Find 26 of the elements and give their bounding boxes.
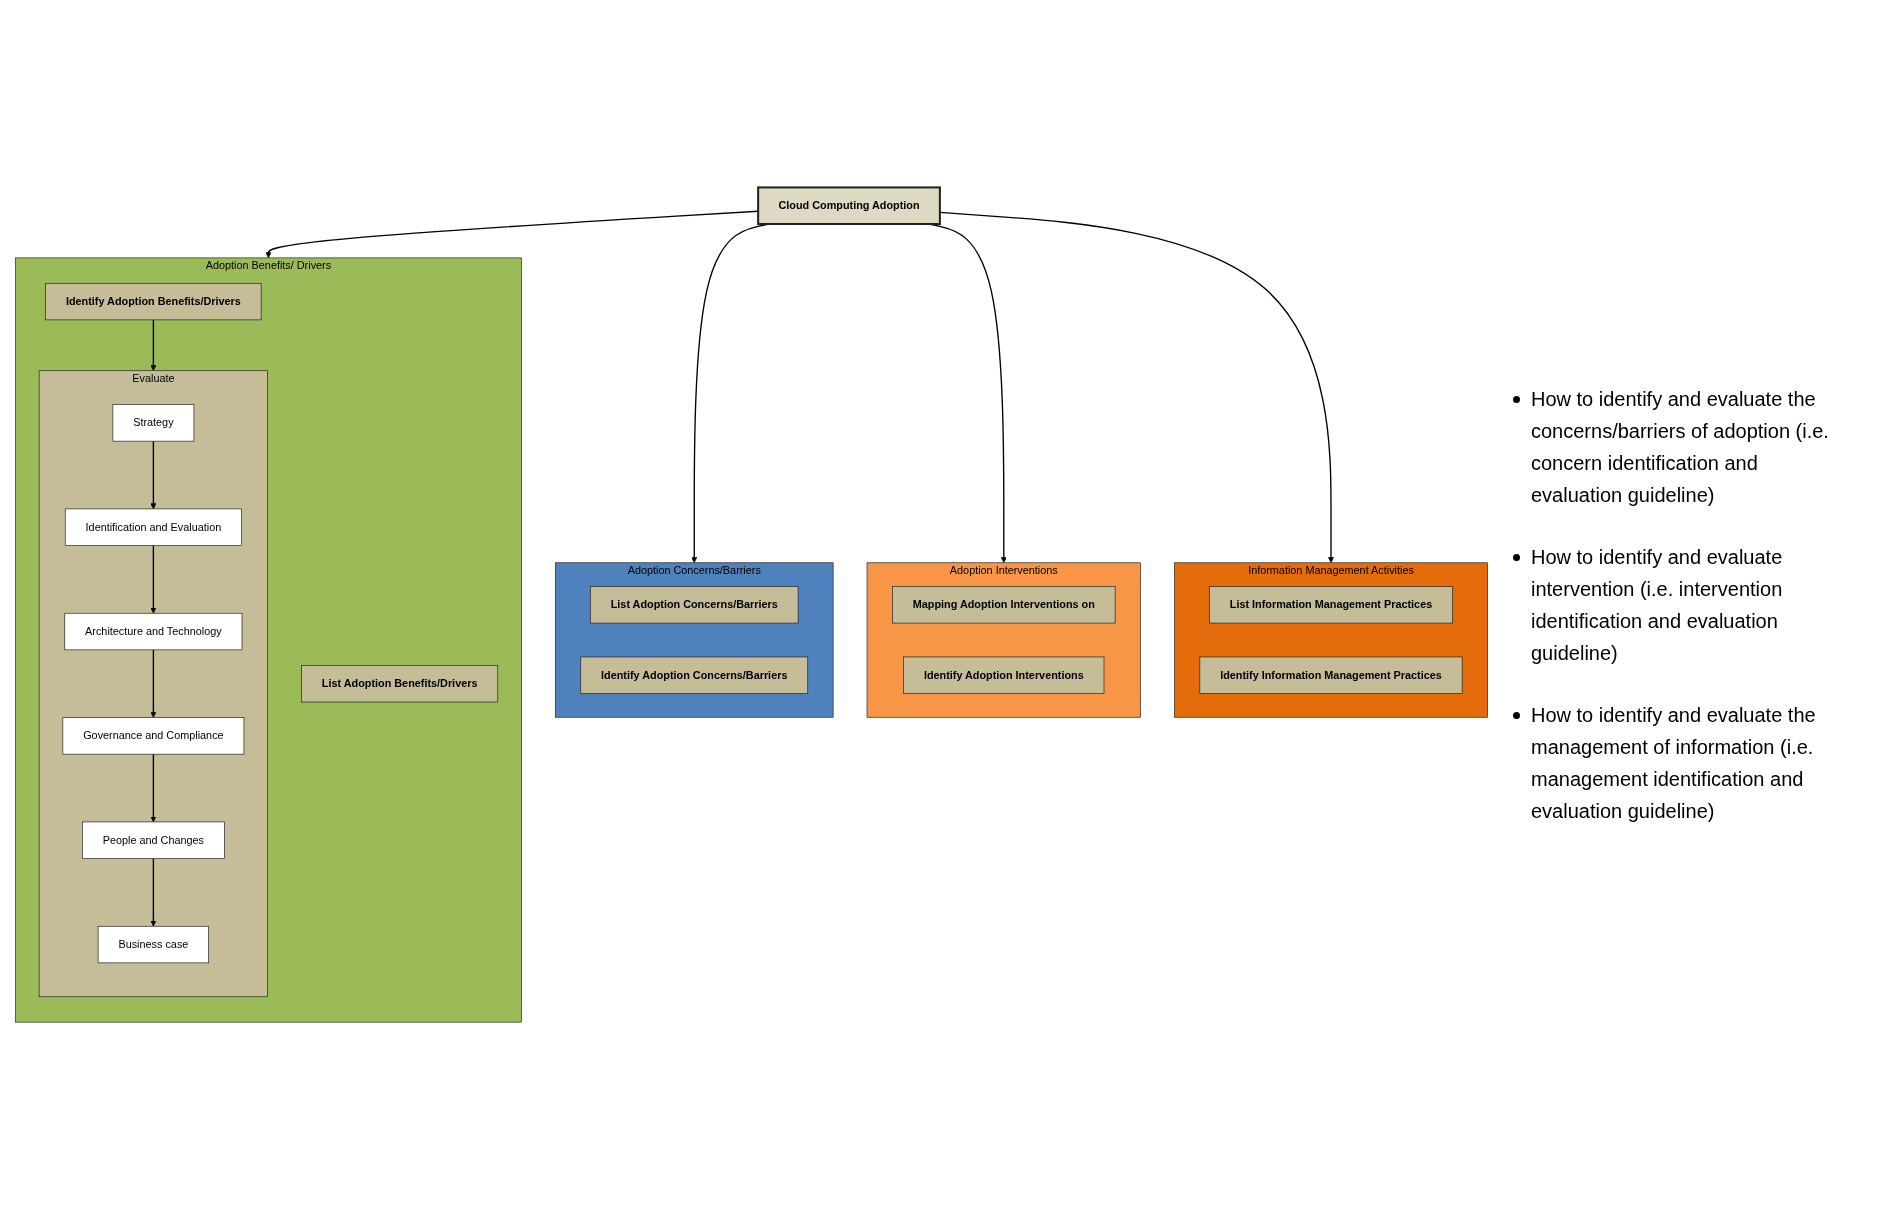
bullet-note: How to identify and evaluate intervention (i.e. intervention identification and evaluation guideline): [1513, 540, 1853, 669]
node-box: Business case: [97, 925, 209, 963]
bullet-note: How to identify and evaluate the management of information (i.e. management identification and evaluation guideline): [1513, 698, 1853, 827]
arrow: [265, 210, 759, 258]
arrow: [150, 544, 157, 614]
node-box: Identify Adoption Benefits/Drivers: [45, 282, 262, 320]
node-box: Identify Information Management Practices: [1199, 656, 1463, 694]
node-box: Identify Adoption Interventions: [903, 656, 1105, 694]
node-box: List Information Management Practices: [1209, 585, 1453, 624]
bullet-note: How to identify and evaluate the concerns/barriers of adoption (i.e. concern identification and evaluation guideline): [1513, 382, 1853, 511]
arrow: [150, 440, 157, 509]
node-box: Mapping Adoption Interventions on: [892, 585, 1116, 624]
node-box: People and Changes: [82, 821, 225, 859]
arrow: [150, 857, 157, 927]
node-box: Identify Adoption Concerns/Barriers: [580, 656, 809, 694]
node-box: Governance and Compliance: [62, 716, 245, 755]
arrow: [150, 753, 157, 822]
arrow: [150, 648, 157, 718]
node-box: Strategy: [112, 403, 195, 442]
node-box: Identification and Evaluation: [64, 508, 242, 546]
node-box: List Adoption Concerns/Barriers: [590, 585, 799, 624]
node-box: Architecture and Technology: [64, 612, 243, 650]
node-box: List Adoption Benefits/Drivers: [301, 664, 499, 703]
arrow: [150, 318, 157, 371]
arrow: [939, 211, 1334, 563]
node-box: Cloud Computing Adoption: [757, 186, 941, 225]
